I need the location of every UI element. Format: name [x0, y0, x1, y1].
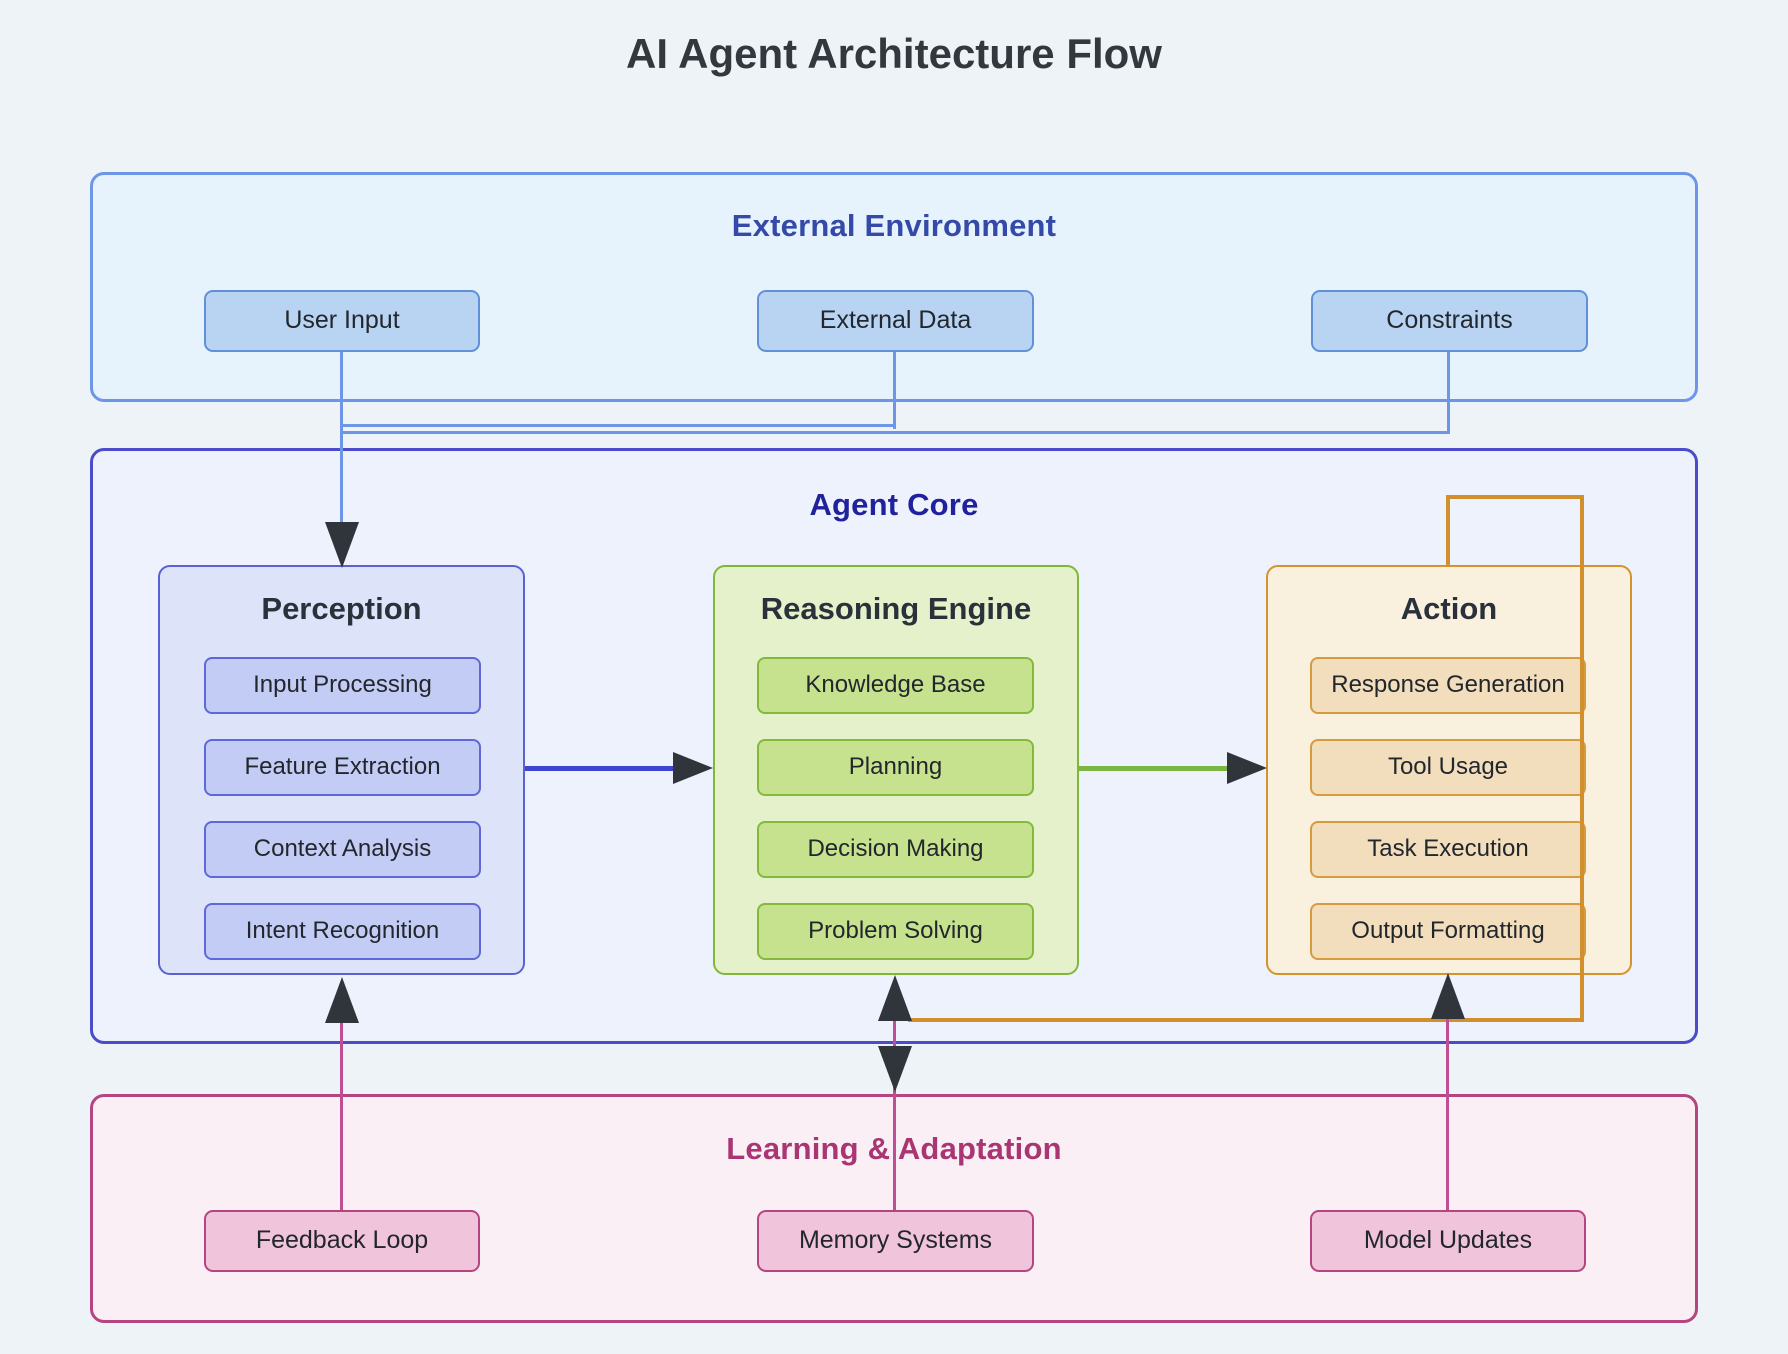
edge-action-loop-top — [1446, 495, 1584, 499]
node-output-formatting: Output Formatting — [1310, 903, 1586, 960]
node-tool-usage: Tool Usage — [1310, 739, 1586, 796]
node-constraints: Constraints — [1311, 290, 1588, 352]
arrowhead-into-reasoning-bottom — [878, 975, 912, 1021]
arrowhead-into-action-left — [1227, 752, 1267, 784]
edge-feedback-loop-to-perception — [340, 1020, 343, 1210]
perception-title: Perception — [261, 591, 422, 626]
edge-action-loop-bottom — [908, 1018, 1584, 1022]
edge-external-data-bus — [341, 424, 896, 427]
node-feedback-loop: Feedback Loop — [204, 1210, 480, 1272]
edge-action-loop-right — [1580, 495, 1584, 1022]
edge-perception-to-reasoning — [525, 766, 677, 771]
edge-constraints-drop — [1447, 352, 1450, 434]
action-title: Action — [1400, 591, 1498, 626]
arrowhead-into-perception-top — [325, 522, 359, 568]
node-context-analysis: Context Analysis — [204, 821, 481, 878]
edge-external-data-drop — [893, 352, 896, 429]
learning-adaptation-title: Learning & Adaptation — [726, 1131, 1062, 1166]
edge-action-loop-up — [1446, 495, 1450, 567]
node-response-generation: Response Generation — [1310, 657, 1586, 714]
node-memory-systems: Memory Systems — [757, 1210, 1034, 1272]
reasoning-engine-title: Reasoning Engine — [760, 591, 1032, 626]
edge-constraints-bus — [341, 431, 1450, 434]
node-feature-extraction: Feature Extraction — [204, 739, 481, 796]
node-intent-recognition: Intent Recognition — [204, 903, 481, 960]
node-model-updates: Model Updates — [1310, 1210, 1586, 1272]
edge-model-updates-to-action — [1446, 1016, 1449, 1210]
node-decision-making: Decision Making — [757, 821, 1034, 878]
node-problem-solving: Problem Solving — [757, 903, 1034, 960]
arrowhead-into-perception-bottom — [325, 977, 359, 1023]
node-user-input: User Input — [204, 290, 480, 352]
external-environment-title: External Environment — [731, 208, 1057, 243]
node-external-data: External Data — [757, 290, 1034, 352]
node-knowledge-base: Knowledge Base — [757, 657, 1034, 714]
node-input-processing: Input Processing — [204, 657, 481, 714]
arrowhead-into-learning-top — [878, 1046, 912, 1092]
edge-memory-systems-to-reasoning — [893, 1020, 896, 1210]
node-planning: Planning — [757, 739, 1034, 796]
arrowhead-into-action-bottom — [1431, 973, 1465, 1019]
arrowhead-into-reasoning-left — [673, 752, 713, 784]
edge-reasoning-to-action — [1079, 766, 1227, 771]
diagram-title: AI Agent Architecture Flow — [626, 30, 1162, 77]
agent-core-title: Agent Core — [809, 487, 979, 522]
edge-user-input-drop — [340, 352, 343, 528]
node-task-execution: Task Execution — [1310, 821, 1586, 878]
